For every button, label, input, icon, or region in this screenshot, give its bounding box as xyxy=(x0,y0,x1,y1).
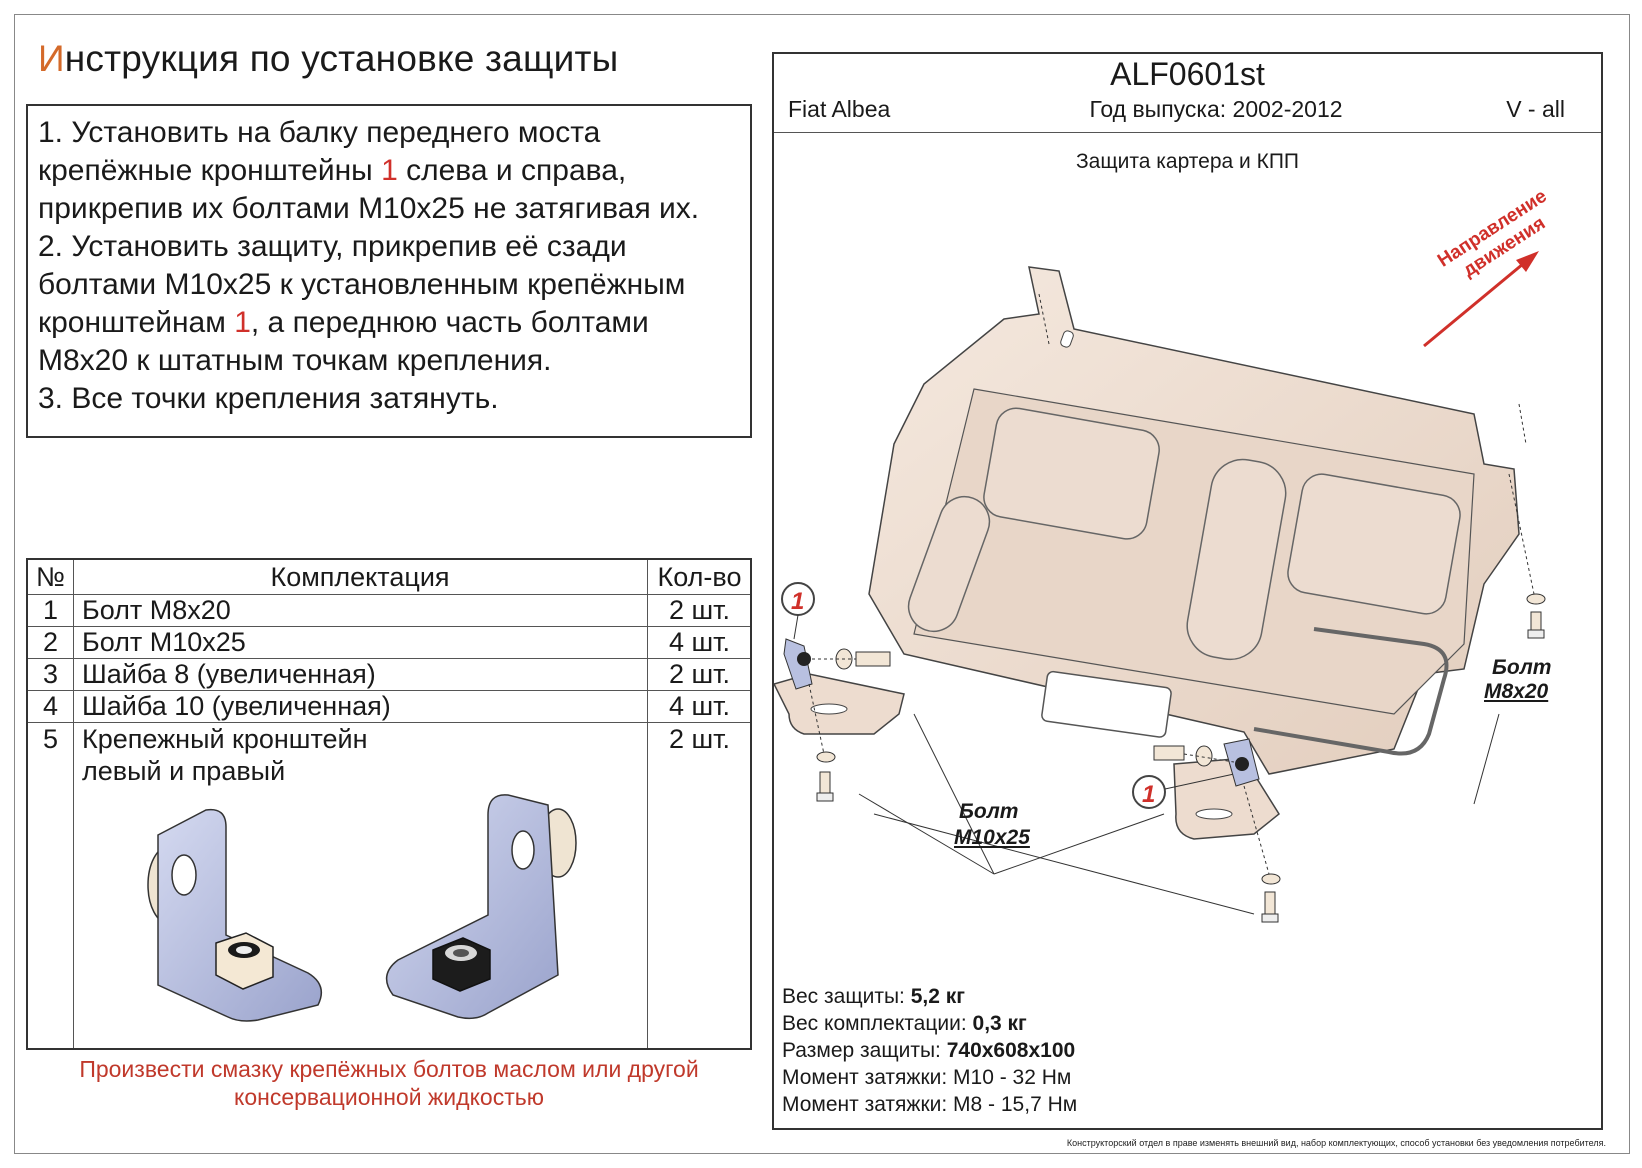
row-name: Шайба 10 (увеличенная) xyxy=(82,691,391,721)
bolt-m8-label-2: М8х20 xyxy=(1484,680,1549,703)
header-name: Комплектация xyxy=(270,562,450,592)
instruction-text: кронштейнам xyxy=(38,306,235,339)
right-bracket xyxy=(385,794,577,1020)
instruction-line-3: прикрепив их болтами М10х25 не затягивая… xyxy=(38,192,700,225)
row-name: Болт М10х25 xyxy=(82,627,246,657)
instruction-line-4: 2. Установить защиту, прикрепив её сзади xyxy=(38,230,627,263)
callout-number: 1 xyxy=(791,588,804,615)
grease-note-line-1: Произвести смазку крепёжных болтов масло… xyxy=(79,1056,699,1082)
header-qty: Кол-во xyxy=(657,562,742,592)
instruction-text: крепёжные кронштейны xyxy=(38,154,382,187)
bolt-m10-label-2: М10х25 xyxy=(954,826,1030,849)
instruction-line-8: 3. Все точки крепления затянуть. xyxy=(38,382,499,415)
bracket-ref-number: 1 xyxy=(381,154,398,187)
header-divider xyxy=(774,132,1601,133)
instruction-line-1: 1. Установить на балку переднего моста xyxy=(38,116,601,149)
instruction-line-5: болтами М10х25 к установленным крепёжным xyxy=(38,268,686,301)
row-qty: 2 шт. xyxy=(668,595,731,625)
skid-plate xyxy=(774,266,1520,840)
row-qty: 2 шт. xyxy=(668,724,731,754)
spec-label: Вес защиты: xyxy=(782,985,911,1008)
instructions-box: 1. Установить на балку переднего моста к… xyxy=(26,104,752,438)
instruction-line-7: М8х20 к штатным точкам крепления. xyxy=(38,344,552,377)
row-name-continued: левый и правый xyxy=(82,756,286,786)
table-divider xyxy=(28,722,750,723)
left-bracket xyxy=(147,808,323,1022)
table-divider xyxy=(73,560,74,1048)
engine-variant: V - all xyxy=(1506,96,1565,122)
row-num: 3 xyxy=(42,659,59,689)
bracket-ref-number: 1 xyxy=(234,306,251,339)
spec-size: Размер защиты: 740х608х100 xyxy=(782,1039,1075,1063)
product-panel: ALF0601st Fiat Albea Год выпуска: 2002-2… xyxy=(772,52,1603,1130)
spec-value: 740х608х100 xyxy=(946,1039,1076,1062)
skid-plate-diagram: 1 1 xyxy=(774,251,1546,923)
right-bracket-bolt xyxy=(1153,738,1281,923)
instruction-line-2: крепёжные кронштейны 1 слева и справа, xyxy=(38,154,626,188)
spec-weight: Вес защиты: 5,2 кг xyxy=(782,985,965,1009)
table-divider xyxy=(28,690,750,691)
bracket-callout-left: 1 xyxy=(781,582,815,640)
bolt-m10-label-1: Болт xyxy=(959,800,1019,823)
title-first-letter: И xyxy=(38,38,65,79)
page-frame xyxy=(14,14,1630,1154)
row-name: Болт М8х20 xyxy=(82,595,231,625)
row-num: 5 xyxy=(42,724,59,754)
left-bracket-bolt xyxy=(783,638,891,690)
table-divider xyxy=(647,560,648,1048)
row-num: 2 xyxy=(42,627,59,657)
row-qty: 4 шт. xyxy=(668,691,731,721)
spec-torque-m8: Момент затяжки: М8 - 15,7 Нм xyxy=(782,1093,1078,1116)
bracket-illustration xyxy=(147,794,577,1022)
instruction-text: , а переднюю часть болтами xyxy=(250,306,649,339)
spec-value: 5,2 кг xyxy=(910,985,966,1008)
header-num: № xyxy=(36,562,65,592)
spec-torque-m10: Момент затяжки: М10 - 32 Нм xyxy=(782,1066,1072,1089)
production-years: Год выпуска: 2002-2012 xyxy=(1089,96,1343,122)
bracket-callout-right: 1 xyxy=(1132,773,1235,809)
row-name: Шайба 8 (увеличенная) xyxy=(82,659,376,689)
callout-number: 1 xyxy=(1142,781,1155,808)
product-code: ALF0601st xyxy=(1110,56,1265,92)
bolt-m10-icon xyxy=(808,683,836,802)
table-divider xyxy=(28,594,750,595)
product-subtitle: Защита картера и КПП xyxy=(1075,150,1300,173)
row-qty: 4 шт. xyxy=(668,627,731,657)
page-title: Инструкция по установке защиты xyxy=(38,38,618,80)
grease-note-line-2: консервационной жидкостью xyxy=(234,1084,544,1110)
bolt-m8-icon xyxy=(1508,473,1546,639)
spec-kit-weight: Вес комплектации: 0,3 кг xyxy=(782,1012,1027,1036)
instruction-line-6: кронштейнам 1, а переднюю часть болтами xyxy=(38,306,649,340)
disclaimer: Конструкторский отдел в праве изменять в… xyxy=(1066,1138,1606,1148)
row-name: Крепежный кронштейн xyxy=(82,724,368,754)
row-qty: 2 шт. xyxy=(668,659,731,689)
spec-value: 0,3 кг xyxy=(972,1012,1027,1035)
table-divider xyxy=(28,626,750,627)
bolt-m8-label-1: Болт xyxy=(1492,656,1552,679)
row-num: 4 xyxy=(42,691,59,721)
instruction-text: слева и справа, xyxy=(397,154,627,187)
spec-label: Вес комплектации: xyxy=(782,1012,973,1035)
direction-arrow-icon xyxy=(1423,251,1539,348)
row-num: 1 xyxy=(42,595,59,625)
kit-table: № Комплектация Кол-во 1 Болт М8х20 2 шт.… xyxy=(26,558,752,1050)
spec-label: Размер защиты: xyxy=(782,1039,947,1062)
car-model: Fiat Albea xyxy=(788,96,891,122)
title-rest: нструкция по установке защиты xyxy=(64,38,619,79)
table-divider xyxy=(28,658,750,659)
